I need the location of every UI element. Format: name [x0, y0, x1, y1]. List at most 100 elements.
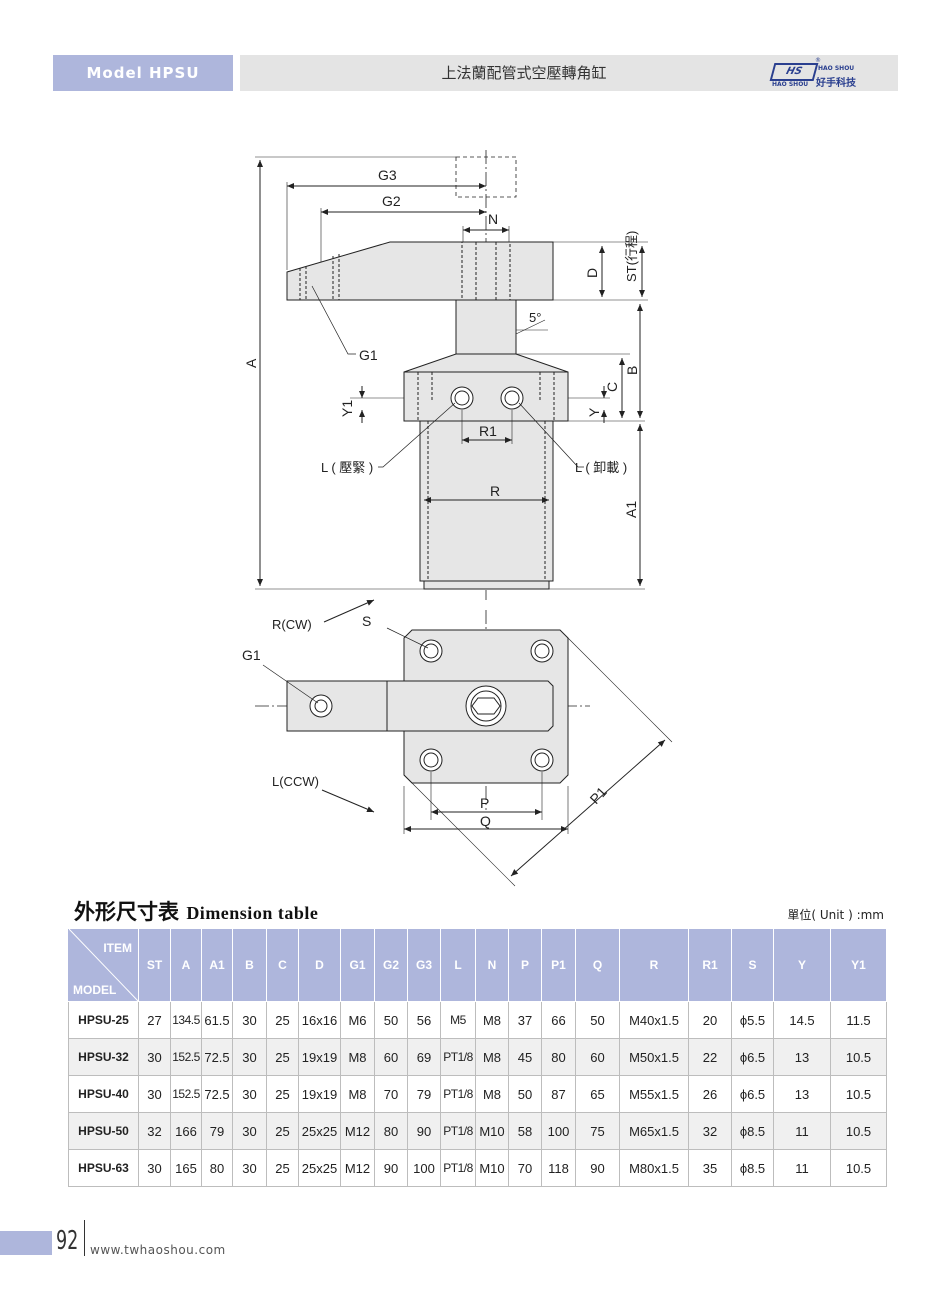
- table-title: 外形尺寸表 Dimension table: [74, 896, 318, 926]
- page-title: 上法蘭配管式空壓轉角缸: [441, 64, 607, 82]
- table-cell: 19x19: [298, 1075, 341, 1113]
- table-cell: 165: [170, 1149, 202, 1187]
- label-l-unclamp: L ( 卸載 ): [575, 460, 627, 475]
- table-cell: M5: [440, 1001, 476, 1039]
- table-cell: M8: [340, 1038, 375, 1076]
- table-cell: 134.5: [170, 1001, 202, 1039]
- table-row: HPSU-50 32 166 79 30 25 25x25 M12 80 90 …: [68, 1112, 887, 1150]
- table-cell: 80: [541, 1038, 576, 1076]
- table-cell: 65: [575, 1075, 620, 1113]
- table-row: HPSU-40 30 152.5 72.5 30 25 19x19 M8 70 …: [68, 1075, 887, 1113]
- table-cell: ϕ5.5: [731, 1001, 774, 1039]
- dim-p: P: [480, 795, 489, 811]
- table-cell: 11: [773, 1149, 831, 1187]
- table-row: HPSU-25 27 134.5 61.5 30 25 16x16 M6 50 …: [68, 1001, 887, 1039]
- logo-chinese: 好手科技: [816, 78, 856, 89]
- table-cell: ϕ6.5: [731, 1075, 774, 1113]
- column-header: L: [440, 928, 476, 1002]
- table-cell: 10.5: [830, 1112, 887, 1150]
- header-bar: 上法蘭配管式空壓轉角缸 HS HAO SHOU ® HAO SHOU 好手科技: [240, 55, 898, 91]
- table-cell: 60: [575, 1038, 620, 1076]
- dim-s: S: [362, 613, 371, 629]
- table-cell: PT1/8: [440, 1038, 476, 1076]
- table-cell: 16x16: [298, 1001, 341, 1039]
- column-header: P: [508, 928, 542, 1002]
- column-header: Q: [575, 928, 620, 1002]
- table-cell: 30: [138, 1149, 171, 1187]
- table-cell: 66: [541, 1001, 576, 1039]
- table-cell: 32: [138, 1112, 171, 1150]
- column-header: G2: [374, 928, 408, 1002]
- table-cell: ϕ8.5: [731, 1149, 774, 1187]
- table-cell: PT1/8: [440, 1075, 476, 1113]
- table-cell: 30: [232, 1001, 267, 1039]
- table-cell: 30: [232, 1038, 267, 1076]
- table-cell: 37: [508, 1001, 542, 1039]
- table-cell: 61.5: [201, 1001, 233, 1039]
- unit-label: 單位( Unit ) :mm: [787, 908, 884, 922]
- dim-y: Y: [586, 407, 602, 417]
- table-cell: 10.5: [830, 1038, 887, 1076]
- table-cell: M8: [475, 1001, 509, 1039]
- table-cell: 80: [374, 1112, 408, 1150]
- table-cell: 45: [508, 1038, 542, 1076]
- table-cell: 11: [773, 1112, 831, 1150]
- column-header: B: [232, 928, 267, 1002]
- table-cell: 50: [575, 1001, 620, 1039]
- table-cell: M55x1.5: [619, 1075, 689, 1113]
- table-cell: 25: [266, 1038, 299, 1076]
- table-cell: 10.5: [830, 1075, 887, 1113]
- table-cell: 14.5: [773, 1001, 831, 1039]
- table-cell: 13: [773, 1075, 831, 1113]
- table-cell: 22: [688, 1038, 732, 1076]
- table-cell: 26: [688, 1075, 732, 1113]
- table-cell: M8: [340, 1075, 375, 1113]
- table-cell: 58: [508, 1112, 542, 1150]
- table-cell: 25x25: [298, 1112, 341, 1150]
- model-cell: HPSU-63: [68, 1149, 139, 1187]
- model-cell: HPSU-25: [68, 1001, 139, 1039]
- table-cell: PT1/8: [440, 1112, 476, 1150]
- table-title-cn: 外形尺寸表: [74, 899, 179, 924]
- table-cell: 100: [407, 1149, 441, 1187]
- table-cell: M10: [475, 1112, 509, 1150]
- column-header: C: [266, 928, 299, 1002]
- table-cell: 72.5: [201, 1038, 233, 1076]
- table-cell: 72.5: [201, 1075, 233, 1113]
- table-cell: 25: [266, 1149, 299, 1187]
- table-cell: ϕ6.5: [731, 1038, 774, 1076]
- logo-english: HAO SHOU: [818, 65, 855, 72]
- table-cell: PT1/8: [440, 1149, 476, 1187]
- table-cell: 90: [374, 1149, 408, 1187]
- table-cell: 30: [232, 1149, 267, 1187]
- dim-st: ST(行程): [624, 231, 639, 282]
- table-cell: 25: [266, 1075, 299, 1113]
- table-cell: 20: [688, 1001, 732, 1039]
- dim-g2: G2: [382, 193, 401, 209]
- dim-g3: G3: [378, 167, 397, 183]
- column-header: Y1: [830, 928, 887, 1002]
- table-cell: M50x1.5: [619, 1038, 689, 1076]
- table-cell: M10: [475, 1149, 509, 1187]
- table-cell: 69: [407, 1038, 441, 1076]
- model-label: Model HPSU: [53, 55, 233, 91]
- dim-g1-bottom: G1: [242, 647, 261, 663]
- table-cell: 32: [688, 1112, 732, 1150]
- table-cell: 30: [138, 1038, 171, 1076]
- table-cell: 50: [508, 1075, 542, 1113]
- table-cell: 13: [773, 1038, 831, 1076]
- logo-sub: HAO SHOU: [772, 81, 809, 88]
- logo-registered: ®: [815, 57, 821, 64]
- column-header: A1: [201, 928, 233, 1002]
- table-cell: 70: [508, 1149, 542, 1187]
- table-cell: M8: [475, 1075, 509, 1113]
- table-title-en: Dimension table: [186, 903, 319, 923]
- footer-divider: [84, 1220, 85, 1256]
- dim-d: D: [584, 268, 600, 278]
- table-cell: 25: [266, 1001, 299, 1039]
- table-cell: M12: [340, 1149, 375, 1187]
- table-cell: 25x25: [298, 1149, 341, 1187]
- table-cell: 10.5: [830, 1149, 887, 1187]
- table-cell: 152.5: [170, 1075, 202, 1113]
- table-cell: M12: [340, 1112, 375, 1150]
